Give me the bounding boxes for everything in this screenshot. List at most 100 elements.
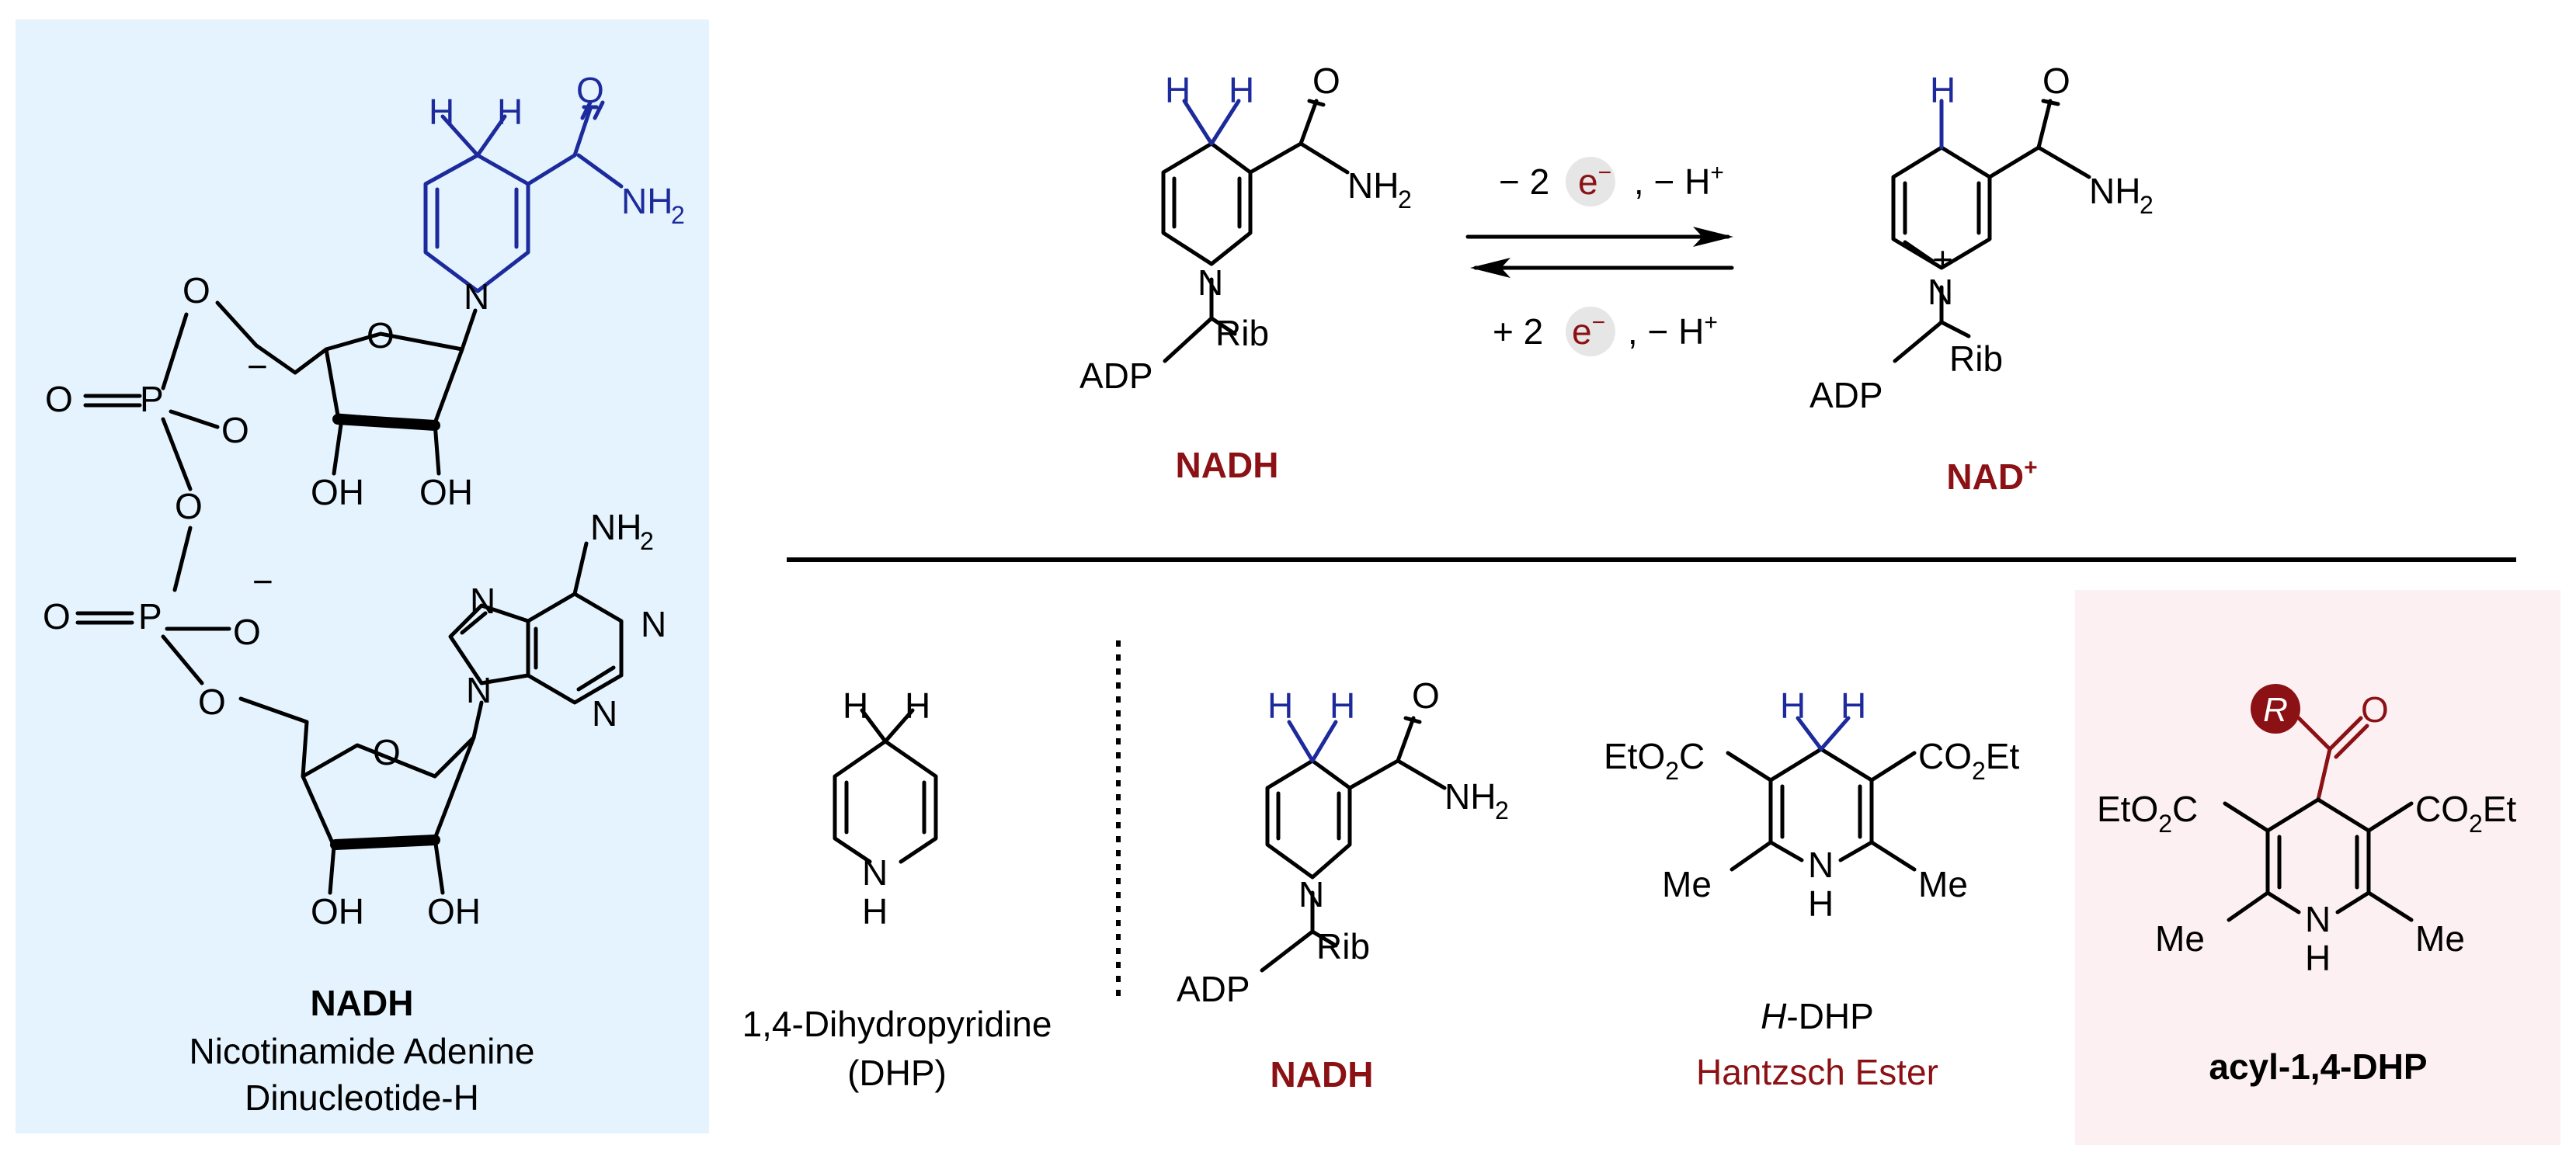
nadh-bold-caption: NADH [311, 983, 414, 1023]
bottom-nadh-structure [1260, 716, 1447, 973]
h-atom-hantzsch-a: H [1780, 685, 1806, 726]
adp-top-nadh: ADP [1079, 356, 1153, 396]
nh2-sub-nad: 2 [2140, 191, 2154, 219]
nh2-nadh-amide: NH [621, 181, 673, 221]
h-atom-bottom-nadh-a: H [1267, 685, 1293, 726]
nh2-nad: NH [2089, 171, 2140, 211]
top-nad-label: NAD+ [1946, 455, 2037, 497]
equilibrium-arrows [1465, 227, 1734, 278]
nh2-bottom-nadh: NH [1444, 776, 1496, 817]
nh-hantzsch-h: H [1808, 883, 1834, 924]
n-atom-adenine-7: N [470, 581, 495, 621]
h-atom-top-nadh-b: H [1229, 70, 1254, 110]
nh2-sub-top-nadh: 2 [1398, 186, 1412, 213]
o-atom-acyl: O [2361, 689, 2389, 730]
phosphate-chain [75, 312, 309, 724]
nh2-top-nadh: NH [1347, 165, 1399, 206]
rib-nad: Rib [1949, 338, 2003, 379]
p-atom-1: P [140, 379, 164, 419]
acyl-dhp-structure [2223, 684, 2414, 922]
top-nadh-label: NADH [1176, 445, 1279, 485]
me-acyl-right: Me [2415, 918, 2465, 959]
o-double-p2: O [43, 596, 71, 637]
acyl-dhp-panel-background [2075, 590, 2560, 1145]
h-atom-nadh-b: H [497, 92, 523, 132]
hdhp-label: H-DHP [1761, 996, 1874, 1036]
n-atom-top-nadh: N [1198, 262, 1223, 303]
o-atom-bottom-nadh: O [1412, 675, 1440, 716]
dhp-label-line2: (DHP) [847, 1053, 947, 1093]
h-atom-hantzsch-b: H [1841, 685, 1866, 726]
oh-lower-1: OH [311, 891, 364, 932]
dhp-label-line1: 1,4-Dihydropyridine [742, 1004, 1052, 1044]
adp-nad: ADP [1809, 375, 1883, 415]
top-nad-structure [1891, 99, 2091, 363]
h-atom-nad: H [1930, 70, 1955, 110]
o-atom-lower-ribose: O [373, 732, 401, 772]
top-nadh-structure [1161, 99, 1350, 363]
rib-top-nadh: Rib [1215, 313, 1269, 353]
co2et-acyl: CO2Et [2415, 789, 2516, 838]
nadh-full-structure: H H O NH 2 N O OH OH − O [43, 70, 685, 932]
nh2-adenine: NH [590, 507, 641, 547]
eto2c-hantzsch: EtO2C [1604, 736, 1705, 785]
p-atom-2: P [138, 596, 162, 637]
nh-dhp-h: H [862, 891, 888, 932]
nh2-sub-bottom-nadh: 2 [1495, 796, 1509, 824]
o-double-p1: O [45, 379, 73, 419]
dhp-structure [833, 708, 938, 864]
o-atom-lower-link: O [198, 682, 226, 722]
me-acyl-left: Me [2155, 918, 2205, 959]
nadh-panel-background [16, 19, 709, 1133]
eto2c-acyl: EtO2C [2097, 789, 2198, 838]
oh-upper-2: OH [419, 472, 473, 512]
h-atom-top-nadh-a: H [1165, 70, 1191, 110]
hantzsch-ester-structure [1726, 716, 1917, 872]
h-atom-dhp-b: H [905, 685, 930, 726]
o-bridge: O [175, 486, 203, 526]
n-atom-adenine-9: N [466, 670, 492, 710]
o-atom-top-nadh: O [1312, 61, 1340, 101]
electron-bubble-forward [1566, 157, 1615, 206]
rib-bottom-nadh: Rib [1316, 926, 1370, 967]
me-hantzsch-left: Me [1662, 864, 1712, 904]
lower-ribose [301, 700, 484, 895]
n-atom-adenine-1: N [641, 604, 666, 644]
plus-nad: + [1932, 239, 1953, 279]
o-atom-nadh-amide: O [576, 70, 604, 110]
me-hantzsch-right: Me [1918, 864, 1968, 904]
n-atom-nad: N [1928, 272, 1953, 312]
nadh-fullname-line1: Nicotinamide Adenine [189, 1031, 535, 1071]
nh-acyl-n: N [2305, 899, 2331, 939]
h-atom-nadh-a: H [429, 92, 454, 132]
o-atom-p1: O [221, 410, 249, 450]
n-atom-adenine-3: N [592, 693, 617, 734]
nh2-sub-nadh-amide: 2 [671, 201, 685, 229]
co2et-hantzsch: CO2Et [1918, 736, 2019, 785]
hantzsch-ester-label: Hantzsch Ester [1696, 1052, 1938, 1092]
r-group-label: R [2263, 691, 2288, 729]
oh-lower-2: OH [427, 891, 481, 932]
o-atom-upper-ribose: O [367, 315, 395, 356]
n-atom-bottom-nadh: N [1298, 874, 1324, 914]
reverse-conditions: + 2 e− , − H+ [1493, 297, 1718, 352]
minus-upper: − [247, 346, 268, 387]
oh-upper-1: OH [311, 472, 364, 512]
nh2-sub-adenine: 2 [640, 527, 654, 555]
nicotinamide-ring [423, 100, 624, 293]
nadh-fullname-line2: Dinucleotide-H [245, 1078, 479, 1118]
nh-hantzsch-n: N [1808, 845, 1834, 885]
nh-acyl-h: H [2305, 938, 2331, 978]
o-atom-p2: O [233, 612, 261, 652]
adp-bottom-nadh: ADP [1177, 969, 1250, 1009]
upper-ribose [215, 300, 478, 476]
nh-dhp: N [862, 852, 888, 893]
acyl-dhp-label: acyl-1,4-DHP [2209, 1046, 2427, 1087]
h-atom-dhp-a: H [843, 685, 868, 726]
o-atom-nad: O [2042, 61, 2070, 101]
adenine [448, 541, 624, 705]
bottom-nadh-label: NADH [1271, 1054, 1374, 1095]
o-atom-upper-link: O [183, 270, 210, 311]
h-atom-bottom-nadh-b: H [1330, 685, 1355, 726]
